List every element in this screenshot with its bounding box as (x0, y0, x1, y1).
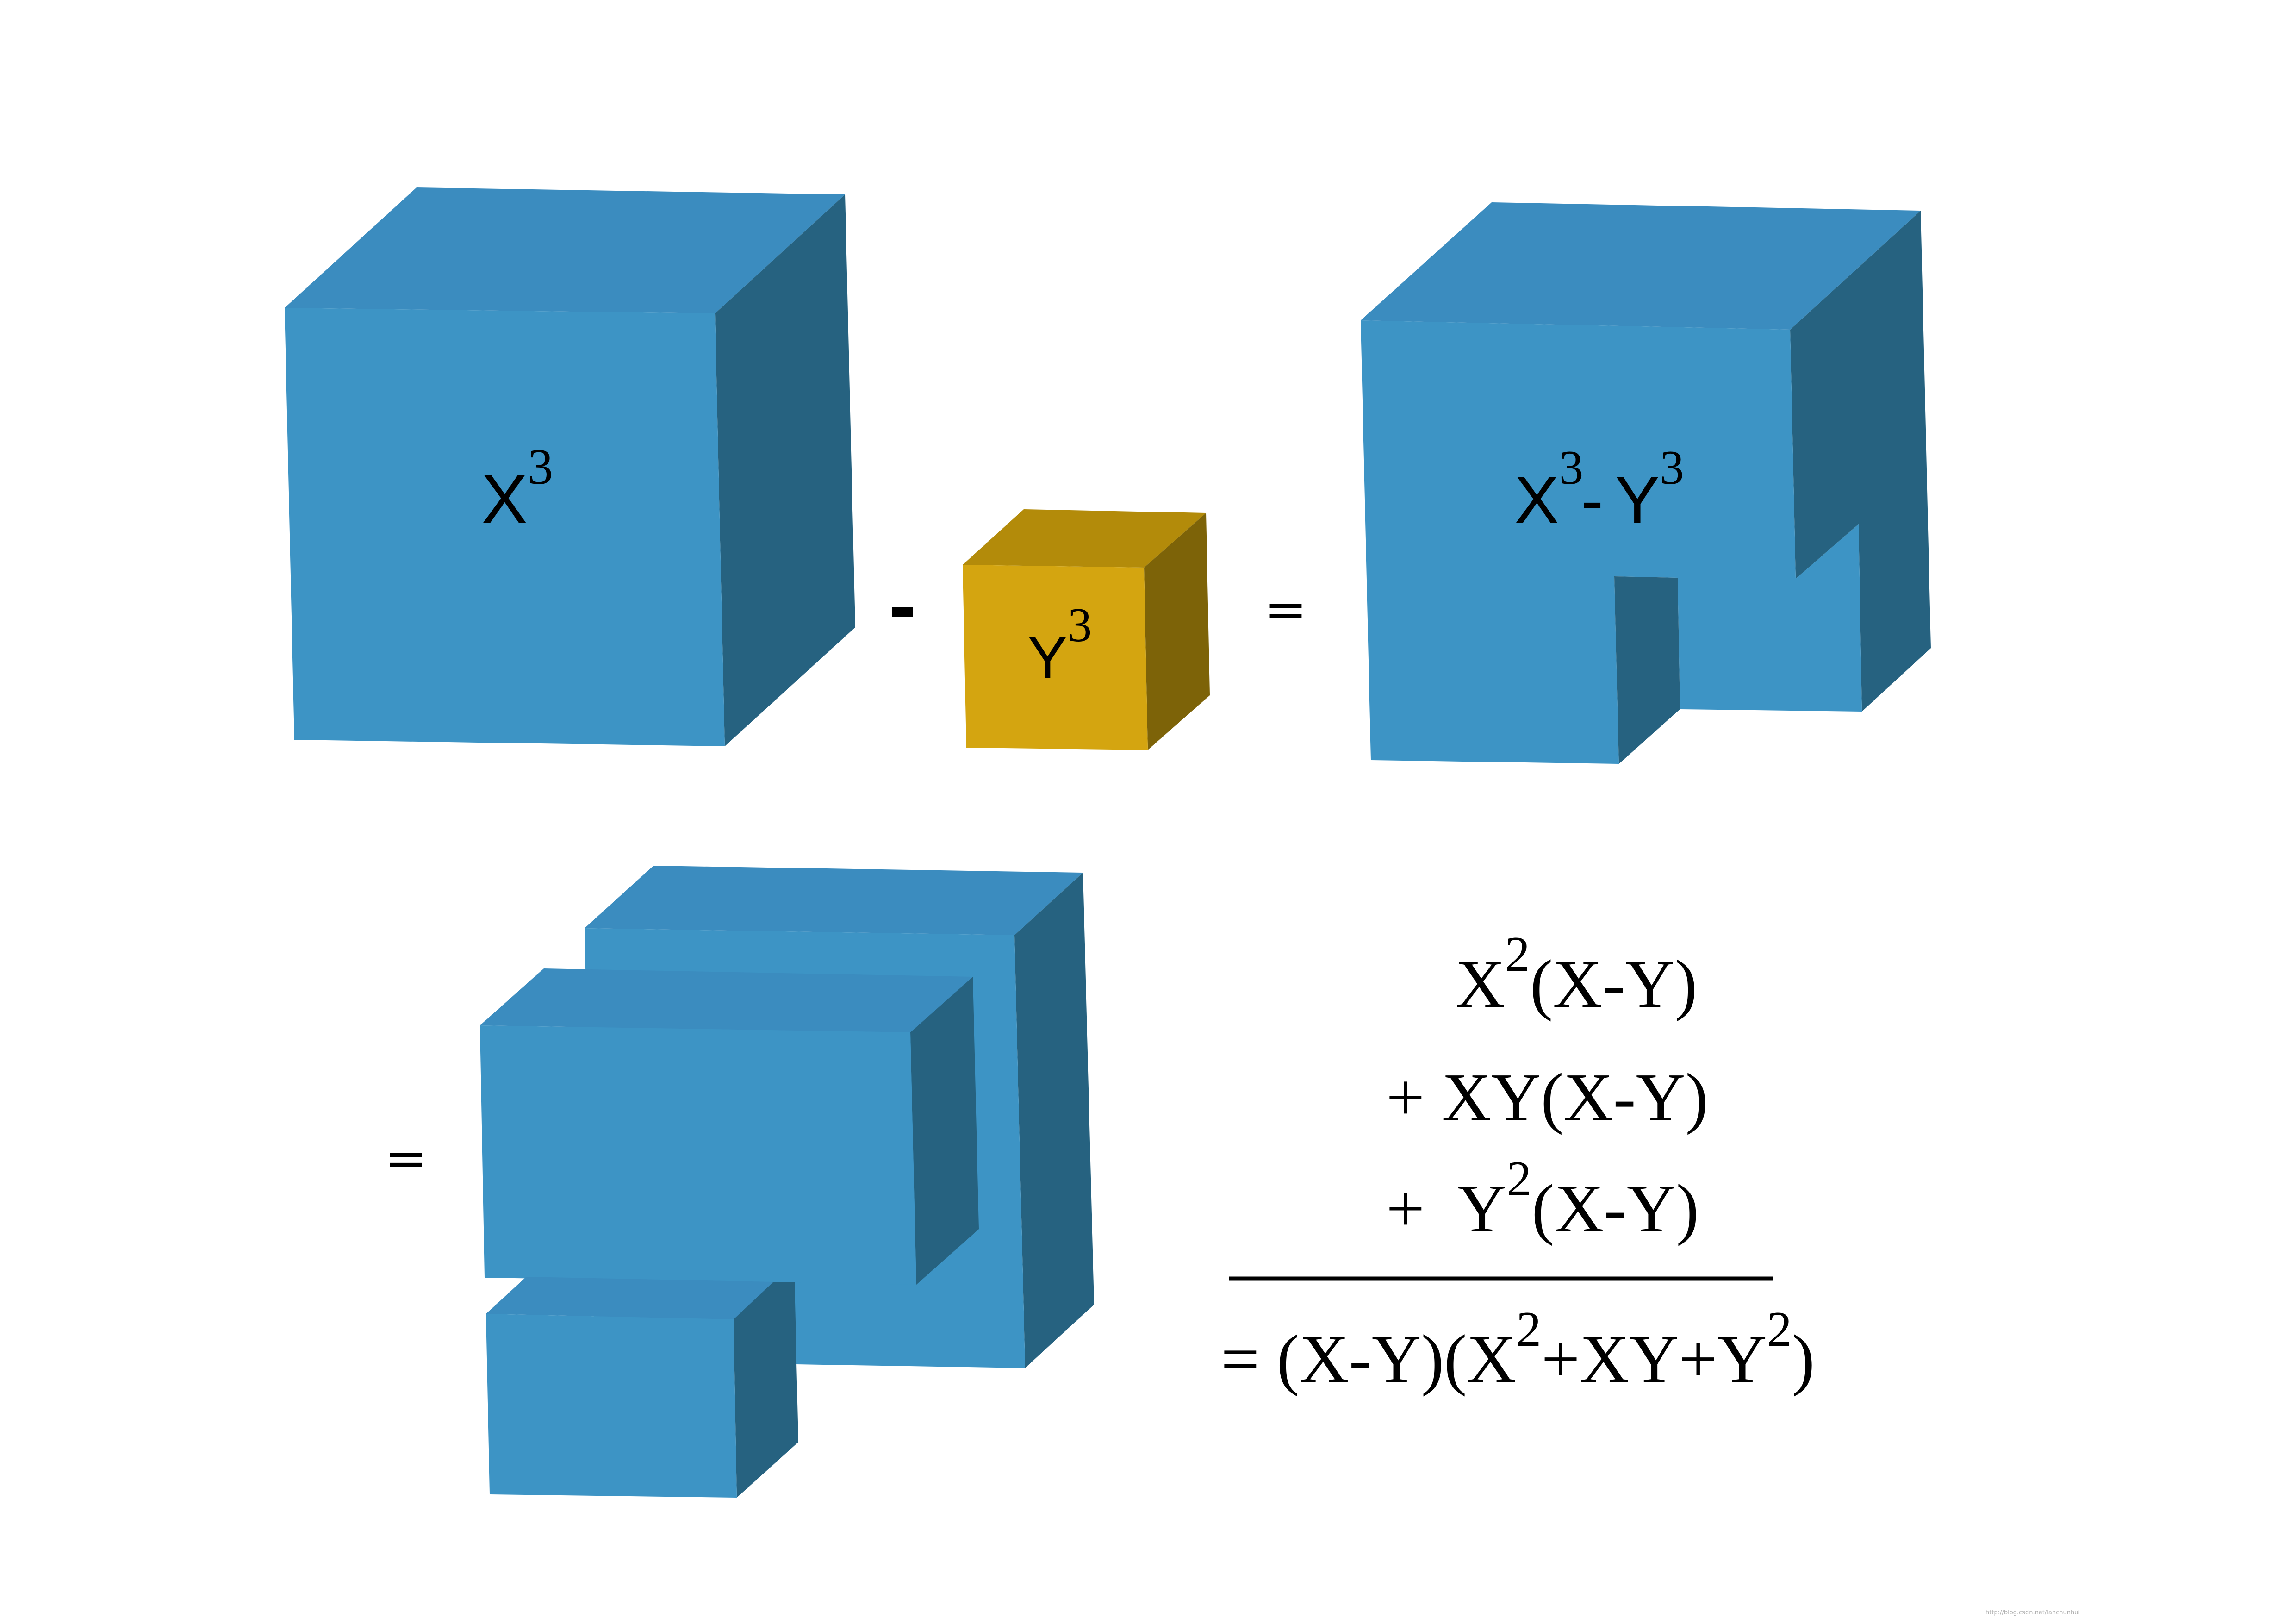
equation-line-3-base: Y (1457, 1171, 1506, 1247)
equation-line-2: + XY(X-Y) (1386, 1060, 1708, 1136)
cube-x-front-face (285, 308, 725, 746)
equation-line-1-base: X (1456, 946, 1505, 1022)
cube-x-label-base: X (481, 460, 528, 538)
cube-y-label: Y3 (1027, 598, 1092, 691)
slab-xy (480, 968, 979, 1285)
cube-diff-label-exp1: 3 (1559, 440, 1584, 494)
cube-x-top-face (285, 187, 845, 313)
equation-line-3: + Y2(X-Y) (1386, 1151, 1699, 1247)
equation-result-exp1: 2 (1516, 1302, 1541, 1357)
equation-result-prefix: = (X-Y)(X (1221, 1321, 1516, 1397)
equation-line-3-rest: (X-Y) (1531, 1171, 1699, 1247)
block-y-squared (486, 1277, 798, 1498)
equation-line-1: X2(X-Y) (1456, 927, 1698, 1022)
cube-diff-top-face (1361, 202, 1921, 330)
equation-line-3-exp: 2 (1506, 1151, 1531, 1206)
equation-result: = (X-Y)(X2+XY+Y2) (1221, 1302, 1815, 1397)
slab-x-squared-side-face (1014, 873, 1094, 1368)
slab-xy-top-face (480, 968, 973, 1032)
block-y-squared-front-face (486, 1314, 737, 1498)
slab-xy-front-face (480, 1025, 916, 1285)
cube-diff-label: X3-Y3 (1514, 440, 1684, 537)
cube-y-label-base: Y (1027, 624, 1068, 691)
equals-operator-top: = (1264, 580, 1307, 639)
equation-result-mid: +XY+Y (1541, 1321, 1767, 1397)
cube-diff-notch-wall (1614, 576, 1680, 764)
minus-operator: - (888, 568, 917, 649)
cube-x-cubed: X3 (285, 187, 855, 746)
block-y-squared-top-face (486, 1277, 795, 1319)
cube-diff-label-base2: Y (1615, 462, 1660, 537)
cube-x-label: X3 (481, 438, 553, 538)
slab-xy-side-face (910, 977, 979, 1285)
equation-line-1-exp: 2 (1505, 927, 1530, 982)
slab-x-squared-top-face (585, 866, 1083, 935)
equation: X2(X-Y) + XY(X-Y) +Y2(X-Y) = (X-Y)(X2+XY… (1221, 927, 1815, 1397)
decomposed-blocks (480, 866, 1094, 1498)
equation-line-3-plus: + (1386, 1171, 1425, 1247)
cube-y-front-face (963, 565, 1148, 750)
watermark: http://blog.csdn.net/lanchunhui (1985, 1609, 2080, 1616)
equals-operator-bottom: = (385, 1129, 427, 1188)
cube-y-cubed: Y3 (963, 509, 1210, 750)
cube-x-side-face (715, 194, 855, 746)
cube-difference: X3-Y3 (1361, 202, 1931, 764)
equation-line-1-rest: (X-Y) (1530, 946, 1698, 1022)
cube-diff-front-face (1361, 320, 1862, 764)
cube-y-side-face (1144, 513, 1210, 750)
cube-diff-side-face (1790, 211, 1931, 712)
cube-y-label-exp: 3 (1068, 598, 1092, 652)
equation-result-exp2: 2 (1767, 1302, 1792, 1357)
equation-result-suffix: ) (1792, 1321, 1815, 1397)
cube-diff-label-minus: - (1581, 462, 1603, 537)
cube-diff-label-base1: X (1514, 462, 1559, 537)
cube-diff-label-exp2: 3 (1660, 440, 1684, 494)
cube-y-top-face (963, 509, 1206, 568)
block-y-squared-side-face (734, 1282, 798, 1498)
cube-x-label-exp: 3 (528, 438, 553, 495)
